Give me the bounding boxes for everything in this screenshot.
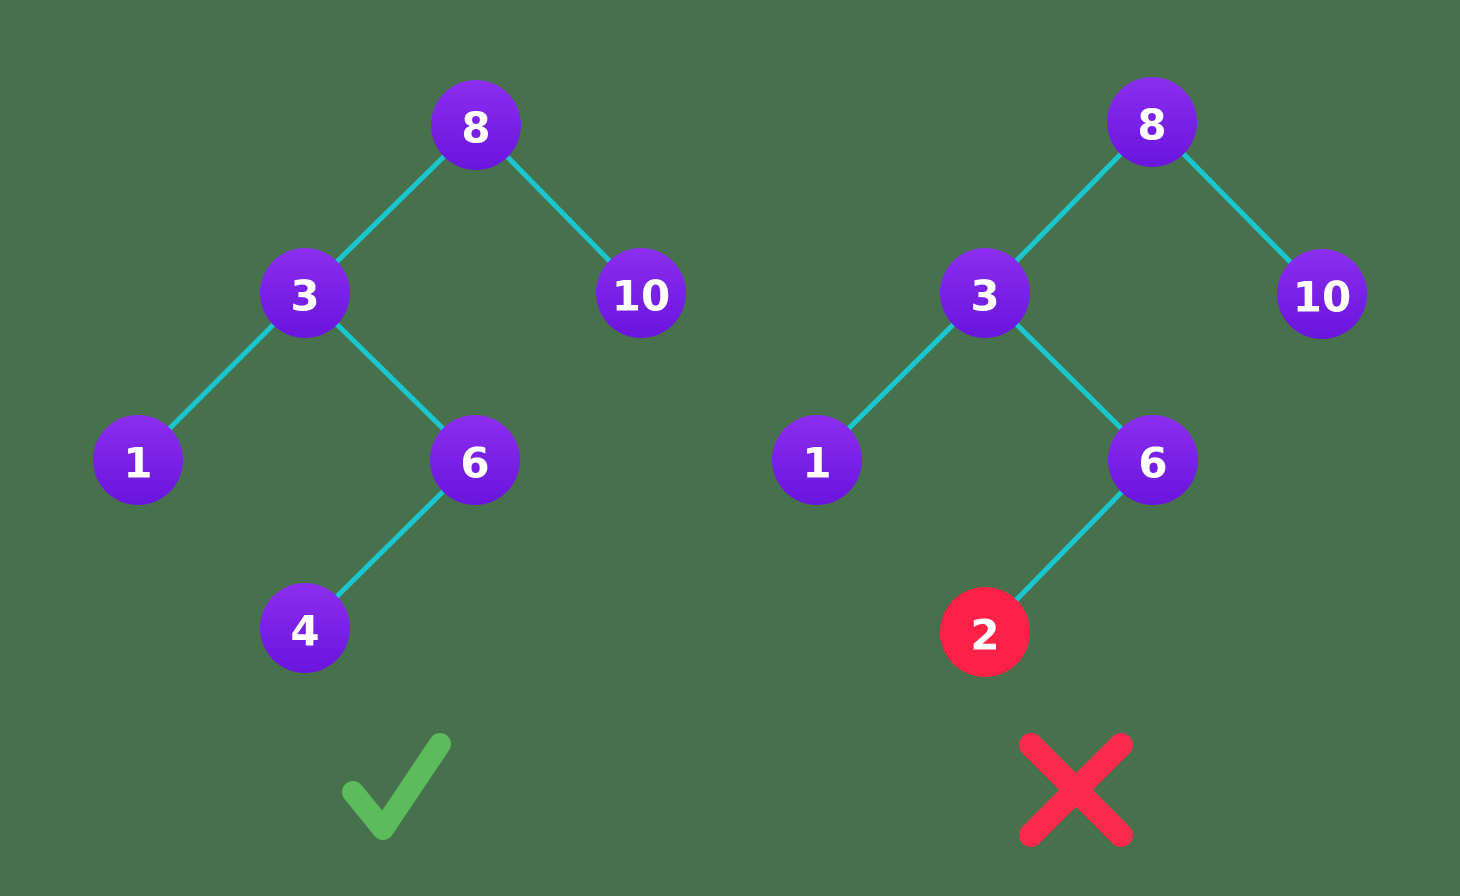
- node-label-6: 6: [460, 439, 489, 488]
- tree-node-3: [940, 248, 1030, 338]
- tree-node-4: [260, 583, 350, 673]
- node-label-3: 3: [970, 272, 999, 321]
- cross-icon: [1019, 733, 1133, 847]
- node-label-1: 1: [123, 439, 152, 488]
- tree-node-3: [260, 248, 350, 338]
- node-label-10: 10: [612, 272, 670, 321]
- node-label-6: 6: [1138, 439, 1167, 488]
- node-label-1: 1: [802, 439, 831, 488]
- tree-node-10: [596, 248, 686, 338]
- tree-node-1: [772, 415, 862, 505]
- tree-node-10: [1277, 249, 1367, 339]
- node-label-4: 4: [290, 607, 319, 656]
- node-label-8: 8: [1137, 101, 1166, 150]
- cross-stroke-2: [1019, 733, 1133, 847]
- node-label-3: 3: [290, 272, 319, 321]
- node-label-2: 2: [970, 611, 999, 660]
- violation-node-2: [940, 587, 1030, 677]
- node-label-10: 10: [1293, 273, 1351, 322]
- tree-node-8: [431, 80, 521, 170]
- valid-bst-group: 8 3 10 1 6 4: [93, 80, 686, 840]
- tree-node-1: [93, 415, 183, 505]
- invalid-bst-group: 8 3 10 1 6 2: [772, 77, 1367, 847]
- tree-node-6: [430, 415, 520, 505]
- tree-node-8: [1107, 77, 1197, 167]
- node-label-8: 8: [461, 104, 490, 153]
- check-icon: [342, 733, 451, 840]
- tree-node-6: [1108, 415, 1198, 505]
